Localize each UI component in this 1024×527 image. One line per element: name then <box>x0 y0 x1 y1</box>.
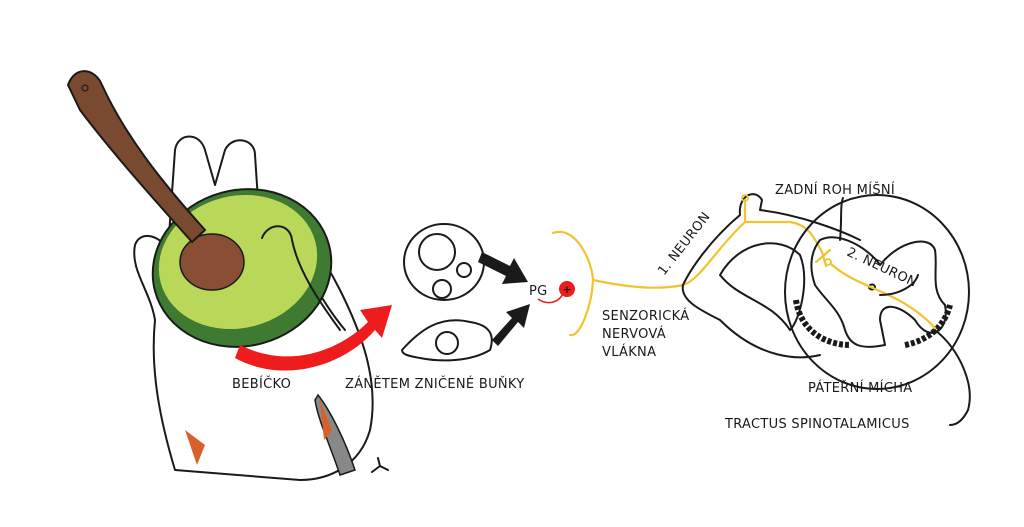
damaged-cells-label: ZÁNĚTEM ZNIČENÉ BUŇKY <box>345 376 525 392</box>
avocado-seed <box>179 233 245 291</box>
black-arrow-top <box>478 252 528 284</box>
tract-label: TRACTUS SPINOTALAMICUS <box>724 417 910 432</box>
wound-mark <box>185 430 205 465</box>
sensory-fibers-label-2: NERVOVÁ <box>602 326 666 342</box>
damaged-cells <box>401 223 530 362</box>
pg-label: PG <box>529 284 548 299</box>
pg-sign: + <box>562 283 571 296</box>
spinal-cord-label: PÁTEŘNÍ MÍCHA <box>808 380 912 396</box>
pg-plus-icon <box>559 281 575 297</box>
spinal-cord <box>681 193 971 426</box>
dorsal-horn-label: ZADNÍ ROH MÍŠNÍ <box>775 182 895 198</box>
sensory-fibers-label-3: VLÁKNA <box>602 344 656 360</box>
tract-pointer <box>934 329 971 426</box>
elongated-cell <box>401 319 493 362</box>
sensory-fibers-label-1: SENZORICKÁ <box>602 308 689 324</box>
nerve-ending <box>551 220 824 337</box>
spoon <box>66 70 207 244</box>
injury-label: BEBÍČKO <box>232 376 291 392</box>
red-arrow <box>235 305 392 371</box>
black-arrow-bottom <box>492 304 530 346</box>
dorsal-horn-pointer <box>839 197 844 241</box>
neuron2-label: 2. NEURON <box>844 245 919 291</box>
neuron2-pointer <box>879 274 919 296</box>
